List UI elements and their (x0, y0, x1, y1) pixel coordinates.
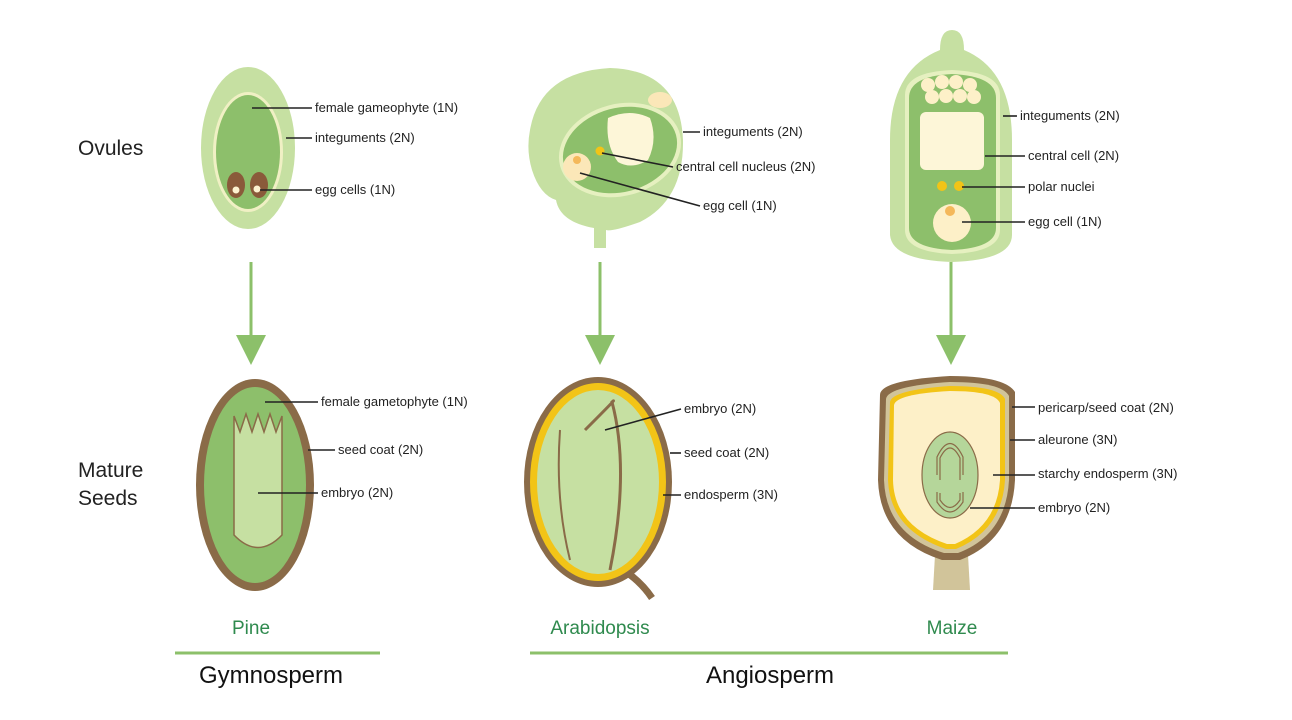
label-female-gametophyte: female gametophyte (1N) (321, 394, 468, 409)
arabidopsis-ovule (528, 68, 684, 248)
egg-cell (227, 172, 245, 198)
row-label-seeds: Seeds (78, 487, 138, 510)
label-integuments: integuments (2N) (1020, 108, 1120, 123)
label-seed-coat: seed coat (2N) (338, 442, 423, 457)
row-label-mature: Mature (78, 459, 143, 482)
group-label-angiosperm: Angiosperm (706, 662, 834, 689)
species-label-pine: Pine (232, 618, 270, 639)
label-aleurone: aleurone (3N) (1038, 432, 1118, 447)
label-integuments: integuments (2N) (315, 130, 415, 145)
embryo (921, 431, 979, 519)
pine-ovule (201, 67, 295, 229)
egg-cell (250, 172, 268, 198)
maize-ovule (890, 30, 1012, 262)
label-polar-nuclei: polar nuclei (1028, 179, 1095, 194)
label-integuments: integuments (2N) (703, 124, 803, 139)
label-central-cell: central cell (2N) (1028, 148, 1119, 163)
label-embryo: embryo (2N) (1038, 500, 1110, 515)
group-label-gymnosperm: Gymnosperm (199, 662, 343, 689)
label-egg-cell: egg cell (1N) (1028, 214, 1102, 229)
label-embryo: embryo (2N) (684, 401, 756, 416)
label-embryo: embryo (2N) (321, 485, 393, 500)
label-seed-coat: seed coat (2N) (684, 445, 769, 460)
pine-seed (196, 379, 314, 591)
embryo (233, 411, 283, 549)
label-female-gameophyte: female gameophyte (1N) (315, 100, 458, 115)
label-endosperm: endosperm (3N) (684, 487, 778, 502)
label-starchy-endosperm: starchy endosperm (3N) (1038, 466, 1177, 481)
label-central-cell-nucleus: central cell nucleus (2N) (676, 159, 815, 174)
label-pericarp-seed-coat: pericarp/seed coat (2N) (1038, 400, 1174, 415)
species-label-arabidopsis: Arabidopsis (550, 618, 649, 639)
arabidopsis-seed (524, 377, 672, 600)
label-egg-cells: egg cells (1N) (315, 182, 395, 197)
row-label-ovules: Ovules (78, 137, 143, 160)
maize-seed (878, 376, 1015, 590)
label-egg-cell: egg cell (1N) (703, 198, 777, 213)
species-label-maize: Maize (927, 618, 978, 639)
